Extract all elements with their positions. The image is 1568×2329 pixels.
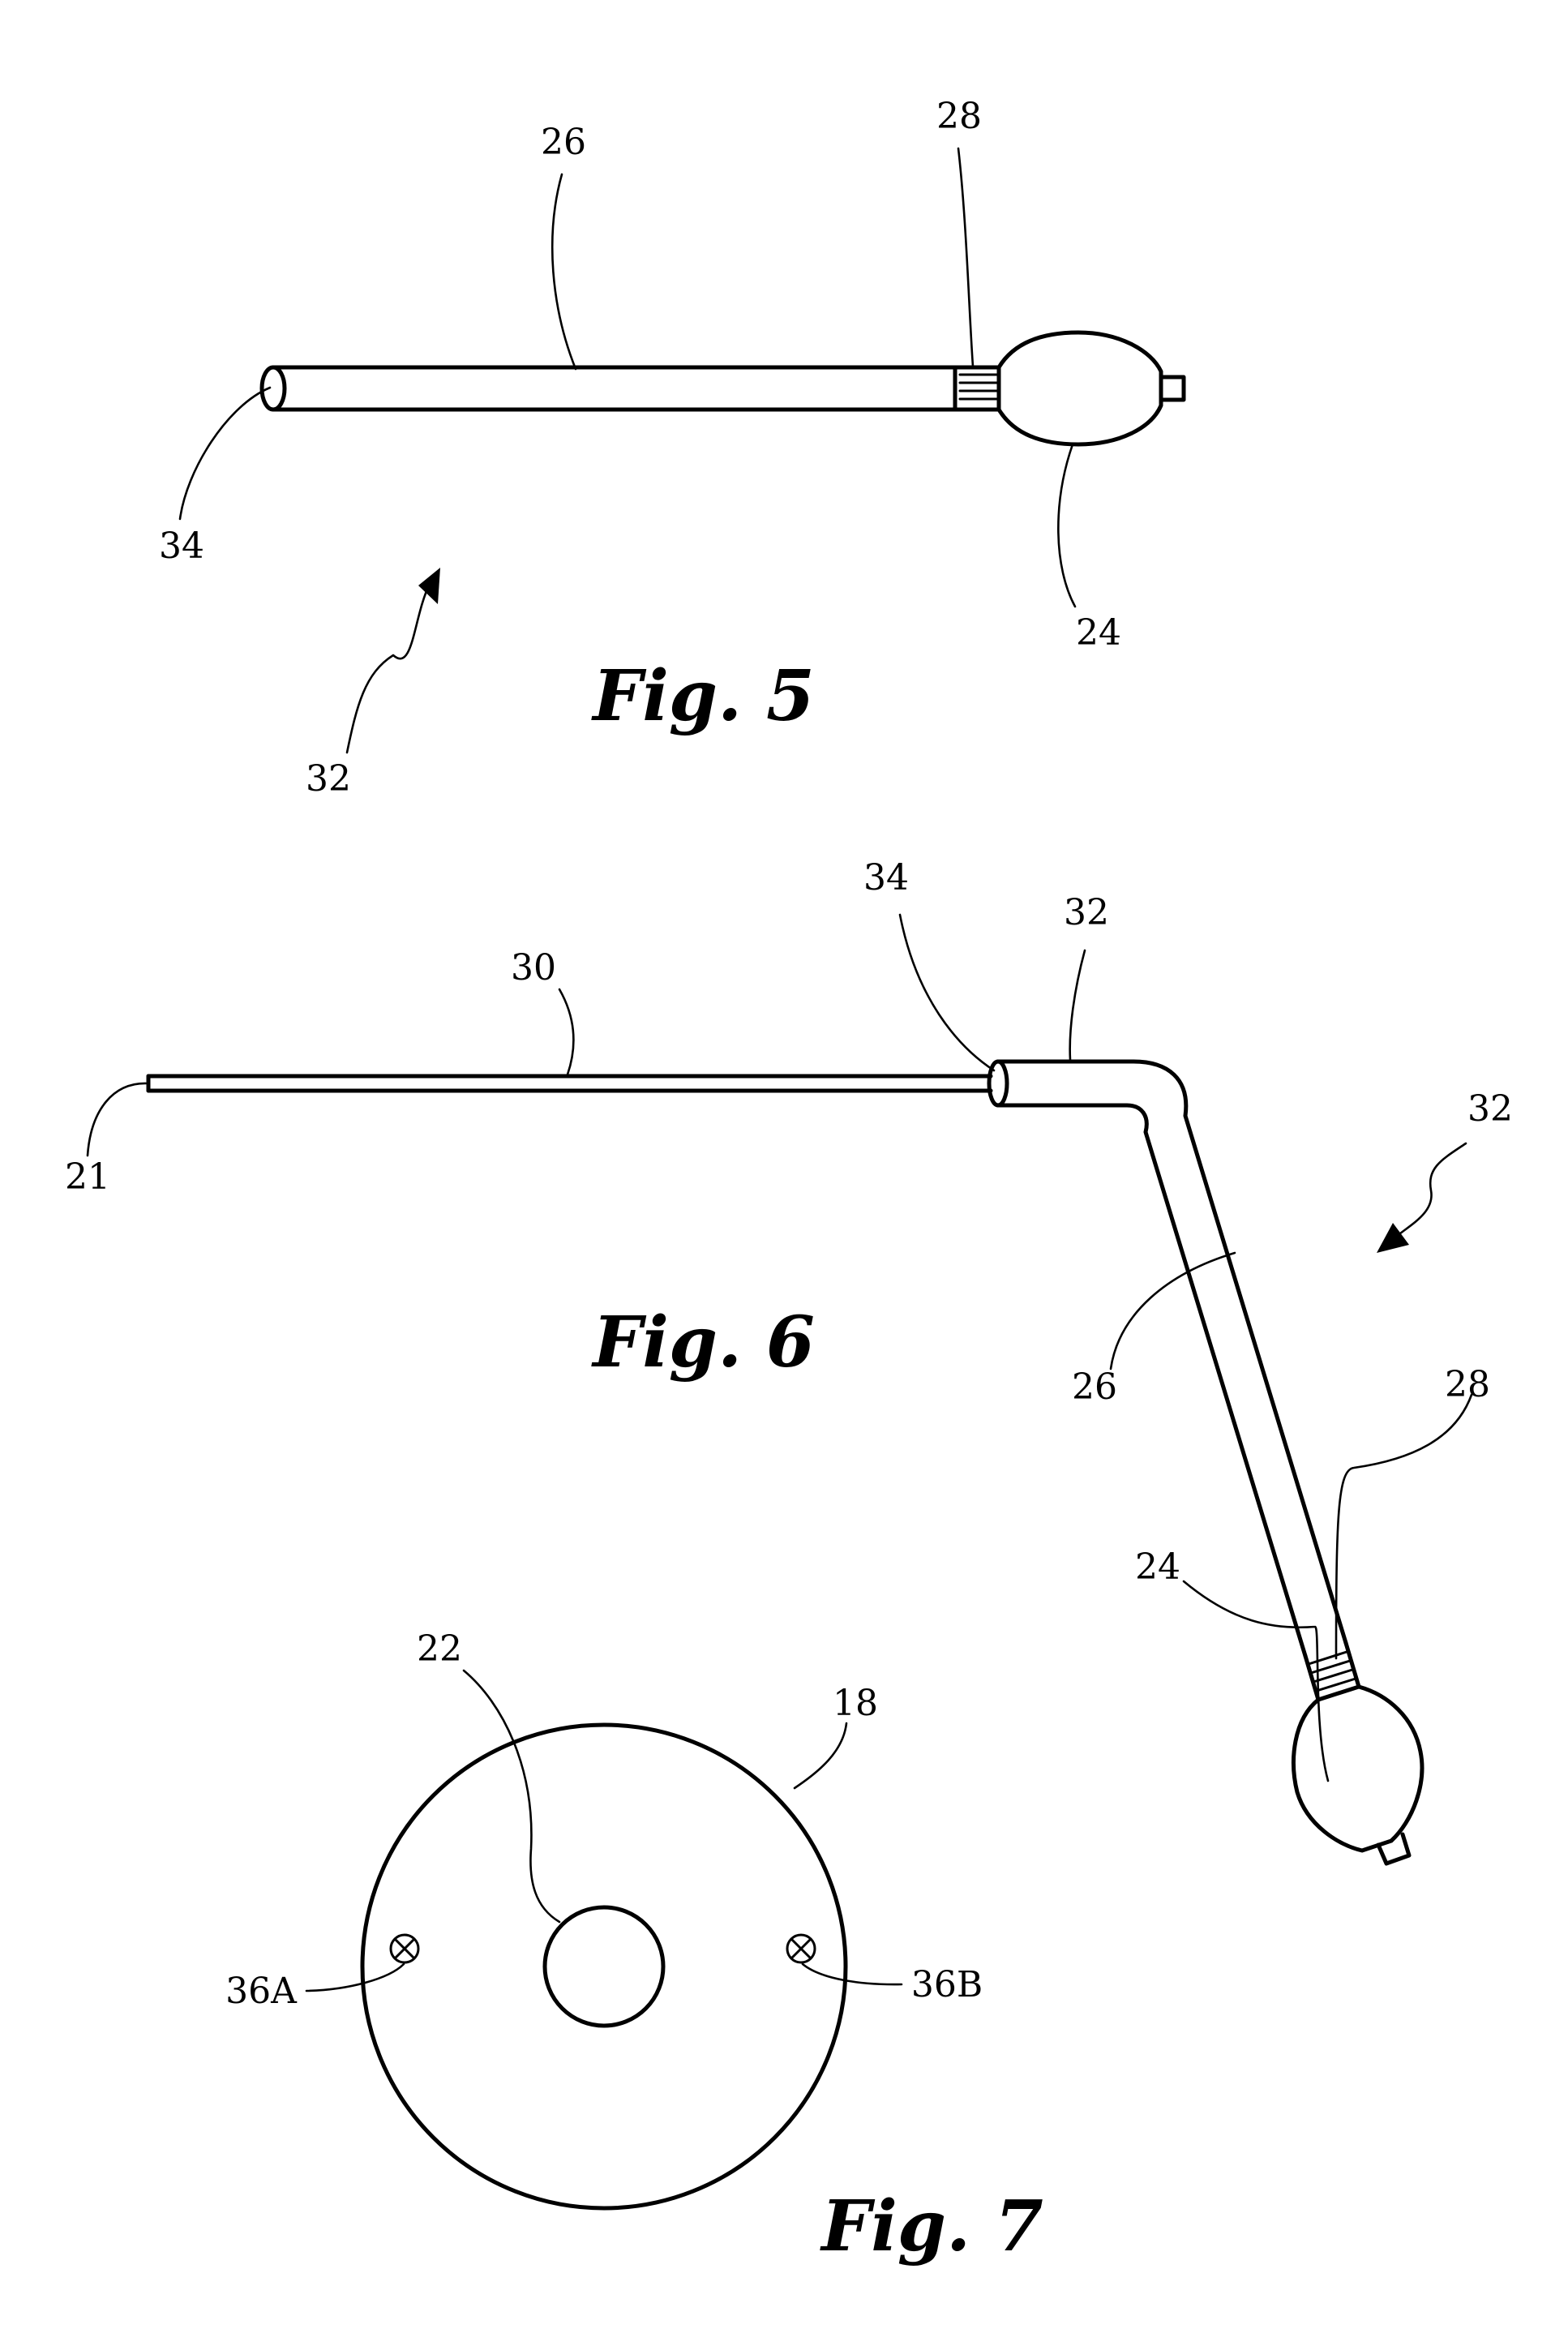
fig5-assembly-arrow (347, 584, 430, 753)
fig5-tube (262, 367, 955, 410)
fig7-leader-36B (803, 1964, 902, 1984)
fig6-band (1305, 1643, 1359, 1700)
fig5-arrowhead (418, 568, 440, 604)
fig7-ref-22: 22 (417, 1628, 462, 1670)
fig6-bulb (1294, 1687, 1422, 1864)
figure-6: 30 21 34 32 32 26 28 24 Fig. 6 (65, 857, 1513, 1864)
fig6-leader-24 (1184, 1581, 1328, 1781)
fig6-ref-34: 34 (863, 857, 909, 899)
fig6-wire (148, 1076, 991, 1091)
fig7-disc (362, 1725, 846, 2208)
fig6-leader-30 (559, 989, 573, 1074)
fig5-ref-26: 26 (541, 122, 586, 163)
fig6-leader-21 (88, 1083, 147, 1156)
fig5-bulb (999, 332, 1184, 444)
fig7-leader-22 (464, 1671, 559, 1922)
fig5-band (955, 367, 999, 410)
fig7-ref-18: 18 (833, 1683, 878, 1724)
fig5-caption: Fig. 5 (590, 655, 815, 737)
fig6-arrowhead (1377, 1223, 1409, 1253)
fig6-ref-28: 28 (1445, 1364, 1490, 1405)
fig7-screw-right-icon (787, 1935, 815, 1962)
fig7-screw-left-icon (391, 1935, 418, 1962)
fig6-caption: Fig. 6 (590, 1302, 815, 1383)
figure-5: 26 28 34 24 32 Fig. 5 (159, 96, 1184, 800)
fig7-ref-36A: 36A (225, 1971, 298, 2012)
fig5-ref-24: 24 (1076, 612, 1121, 654)
fig6-ref-32-bend: 32 (1064, 892, 1109, 933)
fig5-leader-26 (552, 174, 576, 369)
fig6-ref-26: 26 (1072, 1366, 1117, 1408)
fig7-caption: Fig. 7 (819, 2185, 1043, 2267)
fig6-assembly-arrow (1396, 1143, 1466, 1237)
fig7-center-hole (545, 1907, 663, 2026)
fig6-ref-32-assembly: 32 (1467, 1088, 1513, 1130)
fig5-ref-32: 32 (306, 758, 351, 800)
fig5-leader-34 (180, 388, 270, 519)
fig5-ref-28: 28 (936, 96, 982, 137)
fig7-ref-36B: 36B (911, 1964, 983, 2005)
fig6-ref-24: 24 (1135, 1546, 1180, 1588)
fig6-leader-34 (900, 915, 994, 1070)
fig6-leader-32-bend (1070, 950, 1085, 1060)
fig6-ref-21: 21 (65, 1156, 110, 1198)
fig5-ref-34: 34 (159, 525, 204, 567)
fig7-leader-36A (306, 1964, 404, 1991)
fig6-leader-26 (1111, 1253, 1235, 1369)
fig5-leader-24 (1058, 444, 1075, 607)
fig6-ref-30: 30 (511, 947, 556, 989)
fig5-leader-28 (958, 148, 973, 367)
fig6-leader-28 (1336, 1395, 1472, 1658)
fig5-open-end (262, 367, 285, 410)
fig7-leader-18 (795, 1723, 846, 1788)
figure-7: 22 18 36A 36B Fig. 7 (225, 1628, 1043, 2267)
